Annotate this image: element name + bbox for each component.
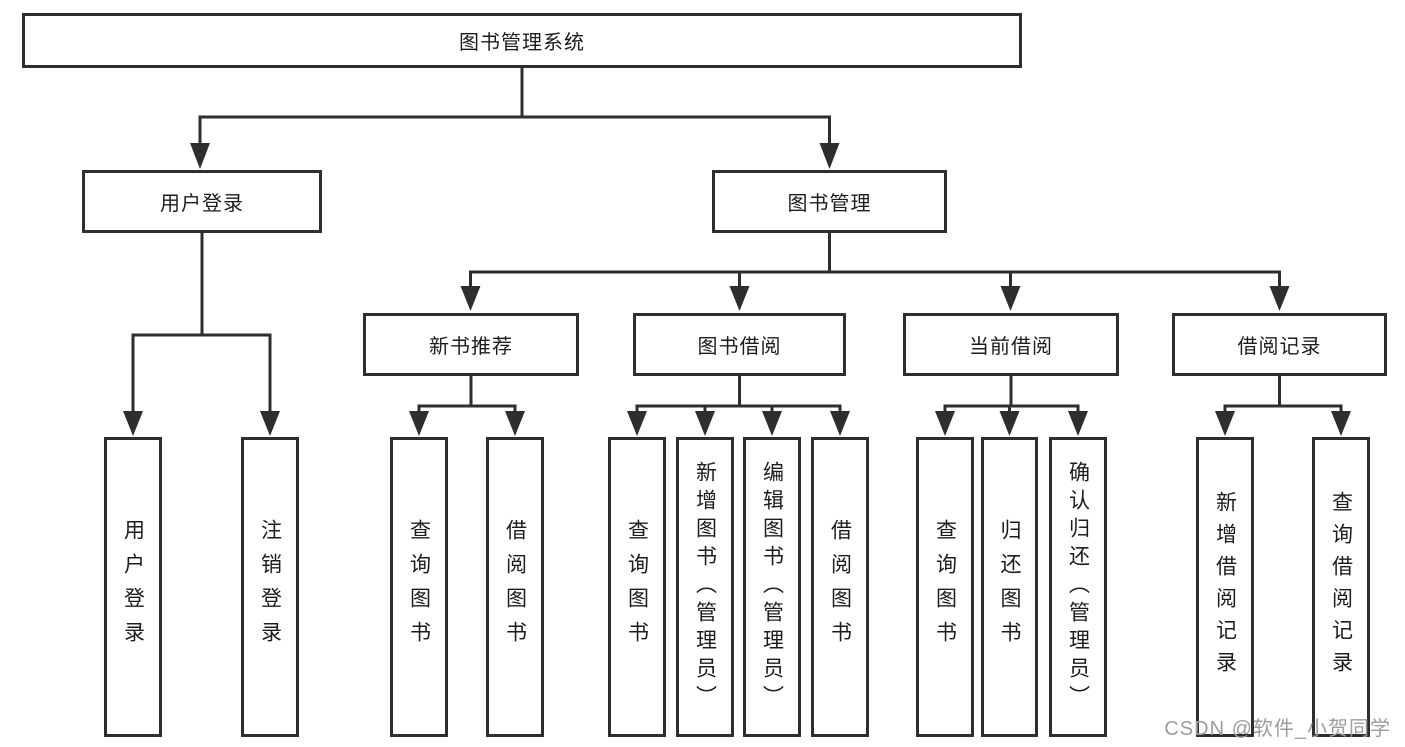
- arrowhead: [999, 411, 1020, 436]
- node-user-login: 用户登录: [82, 170, 322, 233]
- connector-current-borrow-to-leaves: [935, 376, 1088, 436]
- arrowhead: [1000, 286, 1021, 311]
- arrowhead: [729, 286, 750, 311]
- arrowhead: [695, 411, 715, 436]
- node-leaf-confirm-return-admin: 确认归还（管理员）: [1049, 437, 1107, 737]
- node-leaf-borrow-books-rec: 借阅图书: [486, 437, 544, 737]
- arrowhead: [627, 411, 647, 436]
- node-borrowing-records: 借阅记录: [1172, 313, 1387, 376]
- node-book-management: 图书管理: [712, 170, 947, 233]
- arrowhead: [819, 143, 840, 169]
- connector-root-to-level2: [190, 68, 840, 169]
- csdn-watermark: CSDN @软件_小贺同学: [1164, 718, 1391, 740]
- arrowhead: [1269, 286, 1290, 311]
- arrowhead: [935, 411, 955, 436]
- arrowhead: [1068, 411, 1088, 436]
- node-leaf-return-books: 归还图书: [981, 437, 1038, 737]
- connector-borrow-records-to-leaves: [1215, 376, 1351, 436]
- node-leaf-logout: 注销登录: [241, 437, 299, 737]
- node-leaf-edit-books-admin: 编辑图书（管理员）: [743, 437, 801, 737]
- arrowhead: [123, 411, 143, 436]
- arrowhead: [409, 411, 429, 436]
- node-leaf-query-books-borrow: 查询图书: [608, 437, 666, 737]
- arrowhead: [260, 411, 280, 436]
- arrowhead: [762, 411, 782, 436]
- connector-book-borrow-to-leaves: [627, 376, 850, 436]
- arrowhead: [830, 411, 850, 436]
- node-leaf-query-borrow-record: 查询借阅记录: [1312, 437, 1370, 737]
- arrowhead: [505, 411, 525, 436]
- node-current-borrowing: 当前借阅: [903, 313, 1119, 376]
- arrowhead: [1331, 411, 1351, 436]
- connector-book-mgmt-to-level3: [460, 233, 1290, 311]
- node-book-borrowing: 图书借阅: [633, 313, 846, 376]
- arrowhead: [1215, 411, 1235, 436]
- arrowhead: [190, 143, 210, 169]
- node-leaf-add-borrow-record: 新增借阅记录: [1196, 437, 1254, 737]
- node-leaf-query-books-current: 查询图书: [916, 437, 974, 737]
- arrowhead: [460, 286, 481, 311]
- node-leaf-borrow-books-borrow: 借阅图书: [811, 437, 869, 737]
- node-leaf-add-books-admin: 新增图书（管理员）: [676, 437, 734, 737]
- connector-user-login-to-leaves: [123, 233, 280, 436]
- node-leaf-query-books-rec: 查询图书: [390, 437, 448, 737]
- connector-new-book-rec-to-leaves: [409, 376, 525, 436]
- node-leaf-user-login: 用户登录: [104, 437, 162, 737]
- node-new-book-recommendation: 新书推荐: [363, 313, 579, 376]
- node-root-system: 图书管理系统: [22, 13, 1022, 68]
